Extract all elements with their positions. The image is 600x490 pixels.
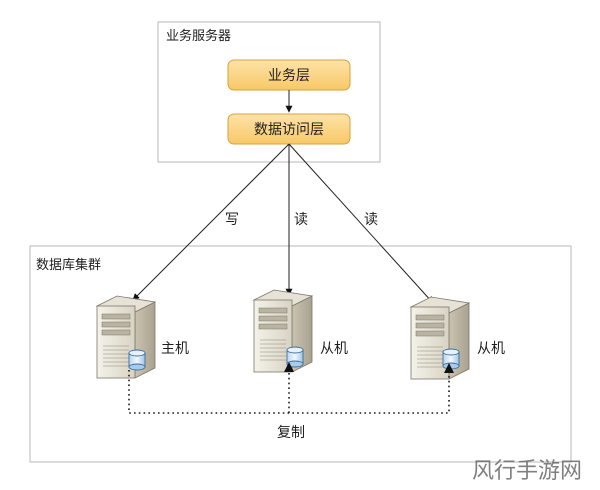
- slave-label-2: 从机: [477, 341, 505, 357]
- data-access-layer: 数据访问层: [227, 113, 351, 145]
- data-access-layer-label: 数据访问层: [254, 122, 324, 138]
- read-label-1: 读: [294, 211, 308, 228]
- slave-label-1: 从机: [320, 341, 348, 357]
- replication-path: [128, 370, 450, 414]
- watermark: 风行手游网: [472, 459, 582, 484]
- slave-server-2: 从机: [410, 296, 505, 380]
- replication-arrowhead-2: [444, 363, 454, 373]
- server-icon: [96, 295, 156, 379]
- business-server-title: 业务服务器: [166, 28, 231, 44]
- database-icon: [442, 348, 460, 370]
- replication-arrowhead-1: [284, 362, 294, 372]
- read-label-2: 读: [364, 211, 378, 228]
- slave-server-1: 从机: [253, 289, 348, 373]
- read-arrow-2: [288, 143, 434, 304]
- master-label: 主机: [161, 341, 189, 357]
- business-layer-label: 业务层: [268, 68, 310, 84]
- master-server: 主机: [96, 295, 189, 379]
- db-cluster-title: 数据库集群: [36, 257, 101, 273]
- write-arrow: [132, 143, 290, 301]
- business-layer: 业务层: [227, 59, 351, 91]
- replication-label: 复制: [277, 424, 305, 441]
- database-icon: [128, 349, 146, 371]
- server-icon: [410, 296, 470, 380]
- write-label: 写: [225, 212, 239, 228]
